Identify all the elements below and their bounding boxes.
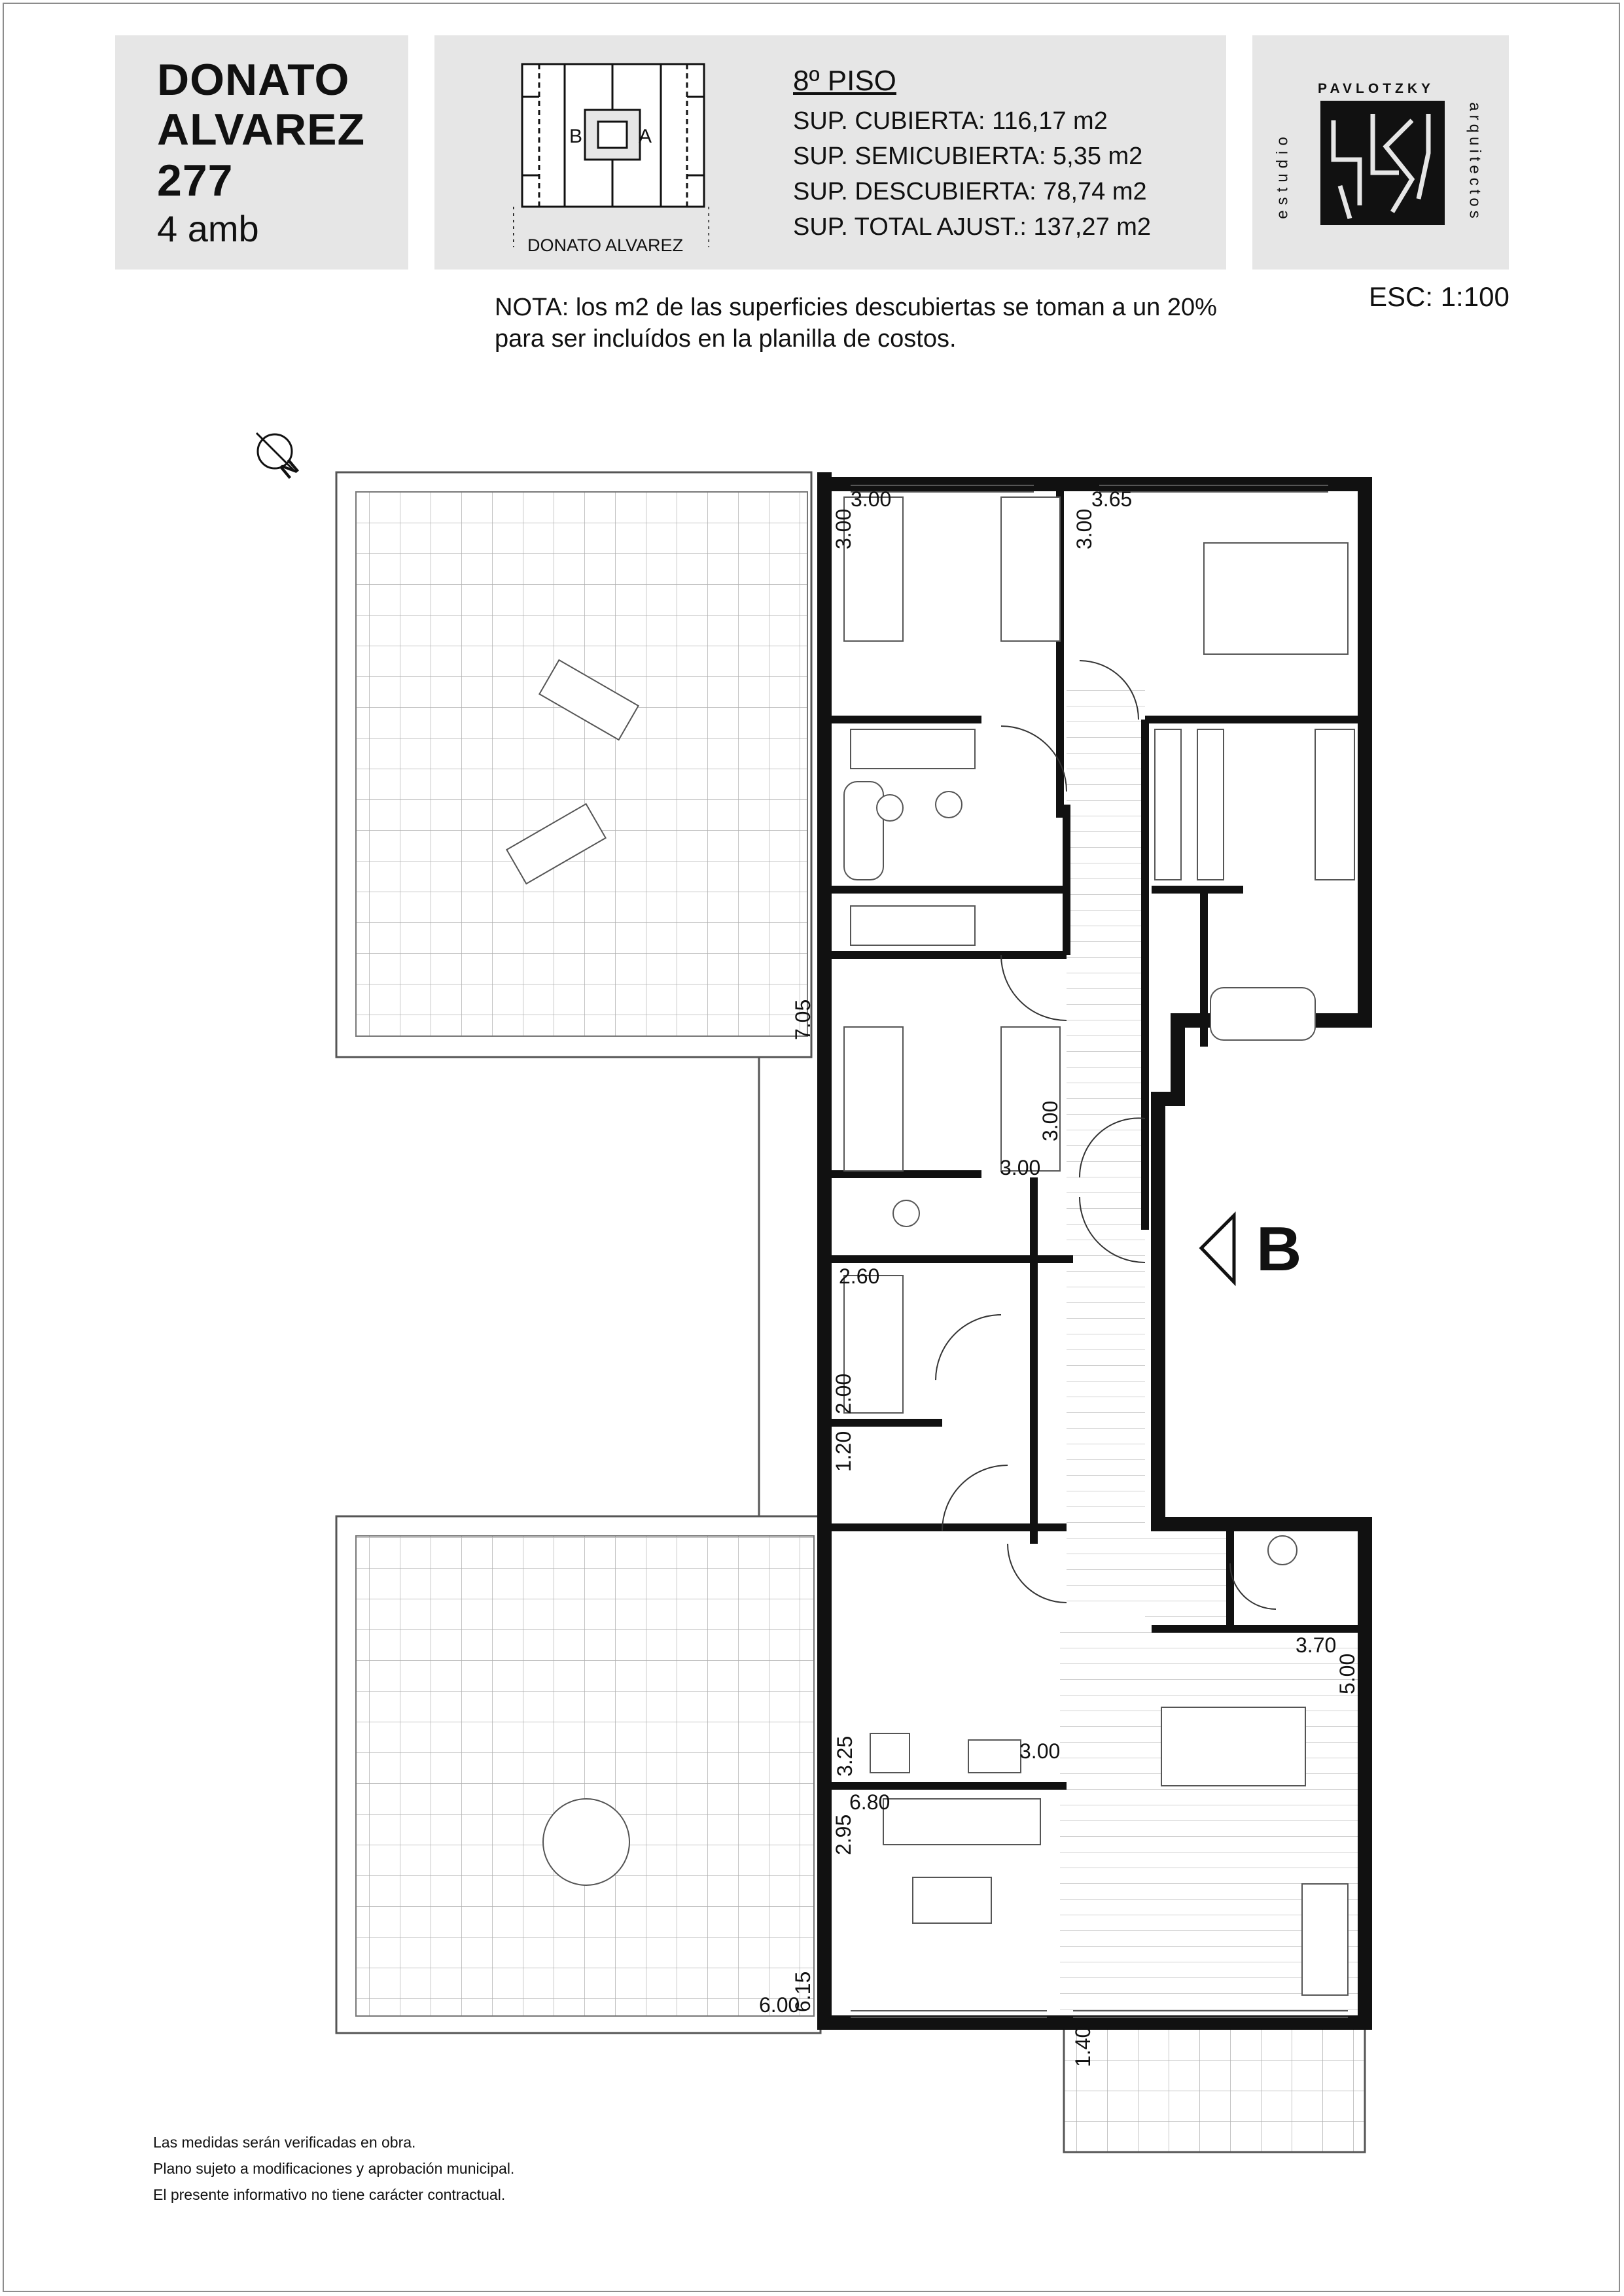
closet-2 (850, 905, 976, 946)
floor-label: 8º PISO (793, 65, 896, 97)
section-marker-label: B (1256, 1214, 1301, 1284)
stove (870, 1733, 910, 1773)
footer-line-1: Las medidas serán verificadas en obra. (153, 2134, 416, 2151)
hall-floor (1067, 687, 1145, 1616)
footer-line-2: Plano sujeto a modificaciones y aprobaci… (153, 2160, 515, 2177)
footer-line-3: El presente informativo no tiene carácte… (153, 2186, 506, 2203)
dim-dining-depth: 5.00 (1335, 1654, 1359, 1694)
lounger-2 (506, 803, 607, 885)
logo-brand: PAVLOTZKY (1318, 81, 1435, 96)
semicovered-area: SUP. SEMICUBIERTA: 5,35 m2 (793, 143, 1143, 170)
terrace-top (335, 471, 813, 1518)
bathtub-2 (1210, 987, 1316, 1041)
toilet-2 (892, 1200, 920, 1227)
dim-bedroom1-width: 3.00 (851, 487, 891, 511)
key-plan-label-b: B (569, 126, 583, 147)
title-panel: DONATO ALVAREZ 277 4 amb (115, 35, 408, 270)
interior-walls (831, 491, 1365, 1790)
title-line-1: DONATO (157, 55, 350, 105)
dim-balcony-depth: 1.40 (1071, 2026, 1095, 2067)
closet-4 (1197, 729, 1224, 880)
dim-dining-width: 3.70 (1296, 1633, 1336, 1657)
page-frame (3, 3, 1620, 2292)
dim-terrace2-depth: 6.15 (791, 1972, 815, 2012)
dim-terrace-depth: 7.05 (791, 1000, 815, 1040)
dim-bedroom1-depth: 3.00 (832, 509, 855, 549)
closet-3 (1154, 729, 1182, 880)
door-swings (935, 660, 1277, 1610)
dim-laundry-depth: 1.20 (832, 1431, 855, 1472)
dining-table (1161, 1707, 1306, 1786)
bed-3 (843, 1026, 904, 1172)
bed-1 (843, 496, 904, 642)
north-label: N (275, 455, 304, 484)
toilet-1 (876, 794, 904, 822)
scale-label: ESC: 1:100 (1369, 281, 1509, 312)
round-table (542, 1798, 630, 1886)
dim-bedroom2-width: 3.00 (1000, 1156, 1040, 1179)
bidet-1 (935, 791, 962, 818)
balcony (1063, 2017, 1366, 2153)
key-plan (513, 63, 709, 247)
bed-4 (1000, 1026, 1061, 1172)
dim-living-width: 6.80 (849, 1790, 890, 1814)
covered-area: SUP. CUBIERTA: 116,17 m2 (793, 107, 1108, 135)
section-marker: B (1199, 1211, 1301, 1287)
double-bed (1203, 542, 1349, 655)
sofa (883, 1798, 1041, 1845)
dim-kitchen-width: 3.00 (1019, 1739, 1060, 1763)
dim-service-width: 2.60 (839, 1264, 879, 1288)
coffee-table (912, 1877, 992, 1924)
closet-5 (1315, 729, 1355, 880)
dim-bedroom2-depth: 3.00 (1038, 1101, 1062, 1141)
uncovered-area: SUP. DESCUBIERTA: 78,74 m2 (793, 178, 1147, 205)
room-count: 4 amb (157, 208, 259, 249)
toilet-3 (1267, 1535, 1297, 1565)
closet-1 (850, 729, 976, 769)
dim-master-depth: 3.00 (1072, 509, 1096, 549)
dimension-labels: 3.00 3.00 3.65 3.00 7.05 3.00 3.00 2.60 … (759, 487, 1359, 2067)
logo-panel: PAVLOTZKY estudio arquitectos (1252, 35, 1509, 270)
kitchen-sink (968, 1739, 1021, 1773)
bed-5 (843, 1275, 904, 1414)
logo-mark-icon (1320, 101, 1445, 225)
key-plan-street: DONATO ALVAREZ (527, 235, 684, 255)
title-line-2: ALVAREZ (157, 105, 366, 154)
dim-living-depth: 2.95 (832, 1815, 855, 1855)
dim-master-width: 3.65 (1091, 487, 1132, 511)
furniture (506, 496, 1355, 1996)
title-line-3: 277 (157, 156, 234, 205)
dim-service-depth: 2.00 (832, 1374, 855, 1414)
windows (851, 485, 1348, 2018)
key-plan-label-a: A (639, 126, 652, 147)
terrace-bottom (335, 1515, 822, 2034)
north-arrow-icon: N (255, 432, 304, 484)
total-area: SUP. TOTAL AJUST.: 137,27 m2 (793, 213, 1152, 241)
armchair-sofa (1301, 1883, 1349, 1996)
exterior-walls (817, 472, 1372, 2030)
bathtub-1 (843, 781, 884, 880)
info-panel: B A DONATO ALVAREZ 8º PISO SUP. CUBIERTA… (434, 35, 1226, 270)
dim-kitchen-depth: 3.25 (833, 1736, 856, 1777)
area-note: NOTA: los m2 de las superficies descubie… (495, 294, 1217, 353)
lounger-1 (538, 659, 639, 741)
dim-terrace2-width: 6.00 (759, 1993, 800, 2017)
bed-2 (1000, 496, 1061, 642)
